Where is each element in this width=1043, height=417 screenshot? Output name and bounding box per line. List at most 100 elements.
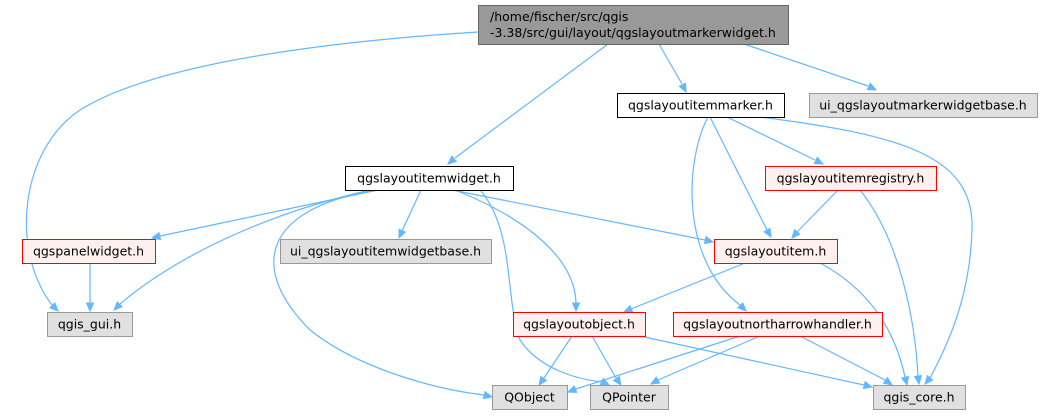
node-box xyxy=(590,385,669,410)
edge-root-to-itemwidget xyxy=(447,43,609,165)
edge-layoutobject-to-qobject xyxy=(538,335,573,387)
edge-arrowhead xyxy=(622,304,634,313)
edge-line xyxy=(479,189,604,383)
edge-itemwidget-to-qobject xyxy=(273,189,494,400)
edge-line xyxy=(454,189,577,304)
node-box xyxy=(765,166,937,191)
node-label: /home/fischer/src/qgis xyxy=(490,9,628,24)
edge-line xyxy=(743,43,869,87)
node-label: QObject xyxy=(504,390,555,405)
edge-root-to-itemmarker xyxy=(658,43,687,94)
node-panelwidget[interactable]: qgspanelwidget.h xyxy=(22,239,156,264)
edge-itemmarker-to-layoutitem xyxy=(709,116,772,239)
edge-arrowhead xyxy=(900,375,910,387)
node-label: -3.38/src/gui/layout/qgslayoutmarkerwidg… xyxy=(490,25,776,40)
node-label: qgslayoutitemregistry.h xyxy=(777,171,925,186)
node-label: qgis_core.h xyxy=(883,390,954,405)
node-giscore: qgis_core.h xyxy=(873,385,966,410)
node-gisgui: qgis_gui.h xyxy=(47,312,133,337)
edge-root-to-gisgui xyxy=(25,31,479,312)
node-label: qgslayoutitem.h xyxy=(725,244,827,259)
edge-line xyxy=(639,335,865,386)
edge-arrowhead xyxy=(48,301,59,312)
edge-line xyxy=(401,189,422,232)
node-northarrow[interactable]: qgslayoutnortharrowhandler.h xyxy=(673,312,883,337)
edge-arrowhead xyxy=(924,374,934,385)
edge-line xyxy=(658,43,683,85)
edge-arrowhead xyxy=(113,300,124,311)
node-layoutitem[interactable]: qgslayoutitem.h xyxy=(714,239,838,264)
edge-arrowhead xyxy=(447,155,458,165)
edge-layoutobject-to-giscore xyxy=(639,335,874,390)
node-box xyxy=(809,93,1038,118)
edge-arrowhead xyxy=(571,302,581,313)
edge-itemwidget-to-layoutobject xyxy=(454,189,581,313)
node-box xyxy=(617,93,785,118)
edge-arrowhead xyxy=(791,228,801,239)
edge-itemwidget-to-qpointer xyxy=(479,189,611,386)
node-label: qgspanelwidget.h xyxy=(33,244,144,259)
edge-arrowhead xyxy=(703,235,715,245)
edge-line xyxy=(859,189,919,377)
edge-line xyxy=(119,189,371,305)
node-label: QPointer xyxy=(602,390,657,405)
edge-itemwidget-to-layoutitem xyxy=(451,189,715,245)
edge-itemregistry-to-layoutitem xyxy=(791,189,839,239)
edge-line xyxy=(796,189,839,233)
node-box xyxy=(492,385,568,410)
node-label: qgslayoutobject.h xyxy=(523,317,635,332)
edge-layoutobject-to-qpointer xyxy=(591,335,622,387)
edge-line xyxy=(726,116,816,161)
edge-arrowhead xyxy=(482,390,494,400)
edge-arrowhead xyxy=(566,385,578,394)
edge-arrowhead xyxy=(398,228,407,240)
edge-line xyxy=(759,116,973,379)
edge-layer xyxy=(25,31,973,400)
node-label: qgslayoutnortharrowhandler.h xyxy=(683,317,872,332)
edge-panelwidget-to-gisgui xyxy=(85,263,95,313)
edge-line xyxy=(25,31,479,306)
node-itemmarker[interactable]: qgslayoutitemmarker.h xyxy=(617,93,785,118)
edge-arrowhead xyxy=(913,375,923,386)
node-box xyxy=(478,5,789,45)
edge-line xyxy=(691,116,741,306)
edge-arrowhead xyxy=(538,375,548,387)
edge-line xyxy=(657,335,761,381)
node-itemwidget[interactable]: qgslayoutitemwidget.h xyxy=(345,166,514,191)
edge-itemwidget-to-uiitemwidgetbase xyxy=(398,189,422,240)
edge-line xyxy=(799,335,886,381)
node-qpointer: QPointer xyxy=(590,385,669,410)
node-layer: /home/fischer/src/qgis-3.38/src/gui/layo… xyxy=(22,5,1038,410)
node-label: qgis_gui.h xyxy=(58,317,121,332)
edge-arrowhead xyxy=(736,301,747,312)
node-label: qgslayoutitemmarker.h xyxy=(628,98,773,113)
node-label: ui_qgslayoutitemwidgetbase.h xyxy=(290,244,481,259)
edge-line xyxy=(709,116,768,231)
node-label: qgslayoutitemwidget.h xyxy=(357,171,501,186)
edge-arrowhead xyxy=(813,156,825,165)
node-label: ui_qgslayoutmarkerwidgetbase.h xyxy=(819,98,1026,113)
node-box xyxy=(873,385,966,410)
node-layoutobject[interactable]: qgslayoutobject.h xyxy=(513,312,646,337)
node-box xyxy=(280,239,492,264)
edge-arrowhead xyxy=(599,377,611,386)
node-uiitemwidgetbase: ui_qgslayoutitemwidgetbase.h xyxy=(280,239,492,264)
node-itemregistry[interactable]: qgslayoutitemregistry.h xyxy=(765,166,937,191)
edge-arrowhead xyxy=(612,375,622,387)
edge-arrowhead xyxy=(649,376,661,385)
edge-line xyxy=(591,335,617,379)
edge-northarrow-to-giscore xyxy=(799,335,894,386)
edge-arrowhead xyxy=(150,231,162,241)
edge-line xyxy=(454,43,609,159)
edge-arrowhead xyxy=(763,227,772,239)
node-box xyxy=(22,239,156,264)
edge-line xyxy=(451,189,706,241)
edge-arrowhead xyxy=(85,302,95,313)
edge-arrowhead xyxy=(678,82,687,94)
edge-itemmarker-to-itemregistry xyxy=(726,116,825,165)
edge-northarrow-to-qobject xyxy=(566,335,741,394)
node-box xyxy=(513,312,646,337)
node-box xyxy=(47,312,133,337)
node-box xyxy=(714,239,838,264)
